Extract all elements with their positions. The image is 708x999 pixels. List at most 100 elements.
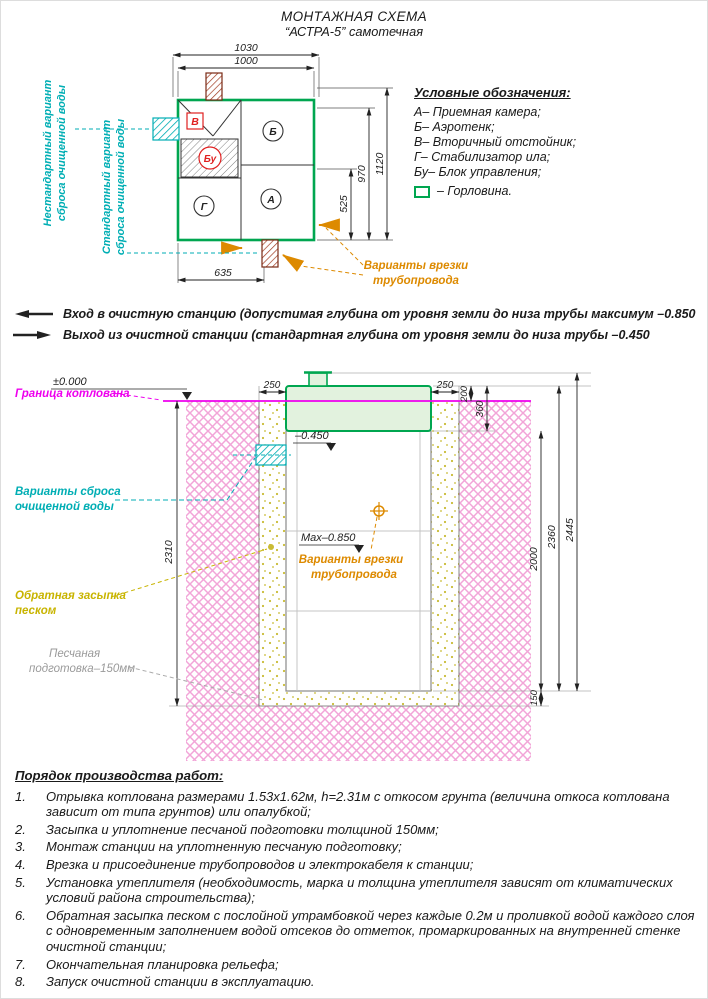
legend-item: Бу– Блок управления; — [414, 165, 542, 179]
arrow-right-icon — [13, 331, 51, 339]
dim-250-right-label: 250 — [436, 380, 454, 391]
plan-pipe-variants-label-1: Варианты врезки — [364, 260, 468, 272]
inlet-note: Вход в очистную станцию (допустимая глуб… — [13, 307, 703, 321]
chamber-a-label: А — [266, 194, 275, 206]
pit-boundary-leader — [112, 392, 162, 401]
legend-neck-text: – Горловина. — [437, 184, 512, 198]
pipe-entry-target — [370, 502, 388, 520]
pit-outline — [258, 401, 460, 707]
work-order-item-text: Монтаж станции на уплотненную песчаную п… — [46, 839, 402, 855]
standard-outlet-label-2: сброса очищенной воды — [115, 118, 127, 255]
work-order-item: 4. Врезка и присоединение трубопроводов … — [15, 857, 699, 873]
tank-vent — [308, 372, 328, 387]
chamber-bu-label: Бу — [204, 154, 217, 165]
section-pipe-variants-label-1: Варианты врезки — [299, 554, 403, 566]
work-order-item-text: Отрывка котлована размерами 1.53х1.62м, … — [46, 788, 670, 820]
chamber-v-marker — [186, 112, 204, 130]
work-order-item-text: Окончательная планировка рельефа; — [46, 956, 279, 972]
pipe-entry-arrows — [221, 218, 340, 272]
work-order-item: 7. Окончательная планировка рельефа; — [15, 957, 699, 973]
discharge-label-1: Варианты сброса — [15, 486, 121, 498]
dim-970-label: 970 — [356, 165, 368, 183]
work-order-item-number: 6. — [15, 907, 26, 923]
sand-prep-label-2: подготовка–150мм — [29, 663, 135, 675]
chamber-g-marker — [193, 195, 215, 217]
outlet-pipe-bottom — [261, 239, 279, 268]
backfill-label-1: Обратная засыпка — [15, 590, 126, 602]
pipe-entry-leaders — [300, 227, 364, 276]
tank-internal-lines — [286, 431, 431, 691]
discharge-label-2: очищенной воды — [15, 501, 114, 513]
discharge-leader — [115, 457, 256, 501]
work-order-item-number: 3. — [15, 839, 26, 855]
dim-200-label: 200 — [459, 385, 470, 403]
section-dim-lines — [174, 372, 580, 707]
dim-2310-label: 2310 — [163, 540, 175, 565]
work-order-item: 6. Обратная засыпка песком с послойной у… — [15, 908, 699, 955]
dim-360-label: 360 — [475, 400, 486, 417]
work-order-item-number: 8. — [15, 974, 26, 990]
chamber-bu-marker — [198, 146, 222, 170]
plan-dimension-arrows — [172, 52, 390, 283]
work-order-item: 2. Засыпка и уплотнение песчаной подгото… — [15, 822, 699, 838]
legend-item: Г– Стабилизатор ила; — [414, 150, 551, 164]
plan-pipe-variants-label-2: трубопровода — [373, 275, 460, 287]
dim-1000-label: 1000 — [234, 55, 258, 67]
section-pipe-variants-label-2: трубопровода — [311, 569, 398, 581]
legend-item: А– Приемная камера; — [414, 105, 541, 119]
nonstandard-outlet-label-1: Нестандартный вариант — [42, 79, 54, 226]
pipe-entry-leader — [370, 516, 378, 551]
inlet-note-text: Вход в очистную станцию (допустимая глуб… — [63, 307, 696, 321]
work-order-item-text: Врезка и присоединение трубопроводов и э… — [46, 856, 474, 872]
work-order-item-number: 1. — [15, 788, 26, 804]
plan-internal-walls — [177, 99, 314, 240]
page-subtitle: “АСТРА-5” самотечная — [284, 24, 424, 39]
chamber-b-label: Б — [269, 126, 277, 138]
sand-prep-leader — [128, 666, 264, 701]
dim-635-label: 635 — [214, 267, 232, 279]
backfill-leader — [110, 548, 268, 598]
chamber-v-label: В — [191, 116, 199, 128]
plan-dimension-lines — [172, 57, 393, 283]
sand-prep-label-1: Песчаная — [49, 648, 100, 660]
outlet-note-text: Выход из очистной станции (стандартная г… — [63, 328, 650, 342]
outlet-note: Выход из очистной станции (стандартная г… — [13, 328, 703, 342]
level-minus-450-flag — [326, 443, 336, 451]
legend-item: В– Вторичный отстойник; — [414, 135, 577, 149]
chamber-g-label: Г — [201, 201, 208, 213]
work-order-item-number: 2. — [15, 821, 26, 837]
dim-2360-label: 2360 — [546, 525, 558, 550]
dim-250-left-label: 250 — [263, 380, 281, 391]
work-order-title: Порядок производства работ: — [15, 768, 224, 783]
work-order-item-number: 4. — [15, 856, 26, 872]
chamber-a-marker — [260, 188, 282, 210]
dim-1030-label: 1030 — [234, 42, 258, 54]
work-order-item: 1. Отрывка котлована размерами 1.53х1.62… — [15, 789, 699, 820]
section-view-diagram: Граница котлована ±0.000 250 250 — [15, 371, 591, 761]
dim-1120-label: 1120 — [374, 153, 386, 176]
pit-boundary-label: Граница котлована — [15, 388, 130, 400]
backfill-label-2: песком — [15, 605, 57, 617]
legend-item-neck: – Горловина. — [414, 184, 576, 199]
work-order-item-text: Обратная засыпка песком с послойной утра… — [46, 907, 695, 954]
arrow-left-icon — [15, 310, 53, 318]
work-order-item-number: 7. — [15, 956, 26, 972]
level-max-850-label: Max–0.850 — [301, 532, 356, 544]
nonstandard-outlet-label-2: сброса очищенной воды — [56, 84, 68, 221]
work-order-item-number: 5. — [15, 874, 26, 890]
teal-leader-lines — [75, 128, 259, 254]
level-zero-label: ±0.000 — [53, 376, 87, 388]
tank-lid — [285, 385, 432, 432]
level-zero-flag — [182, 392, 192, 400]
level-max-850-flag — [354, 545, 364, 553]
neck-symbol-icon — [414, 185, 430, 198]
work-order: Порядок производства работ: 1. Отрывка к… — [15, 768, 699, 992]
work-order-item-text: Запуск очистной станции в эксплуатацию. — [46, 974, 315, 990]
work-order-item: 5. Установка утеплителя (необходимость, … — [15, 875, 699, 906]
dim-150-label: 150 — [529, 689, 540, 706]
dim-2445-label: 2445 — [564, 518, 576, 543]
work-order-item-text: Засыпка и уплотнение песчаной подготовки… — [46, 821, 439, 837]
tank-body — [285, 430, 432, 692]
nonstandard-outlet-pipe — [152, 117, 180, 141]
